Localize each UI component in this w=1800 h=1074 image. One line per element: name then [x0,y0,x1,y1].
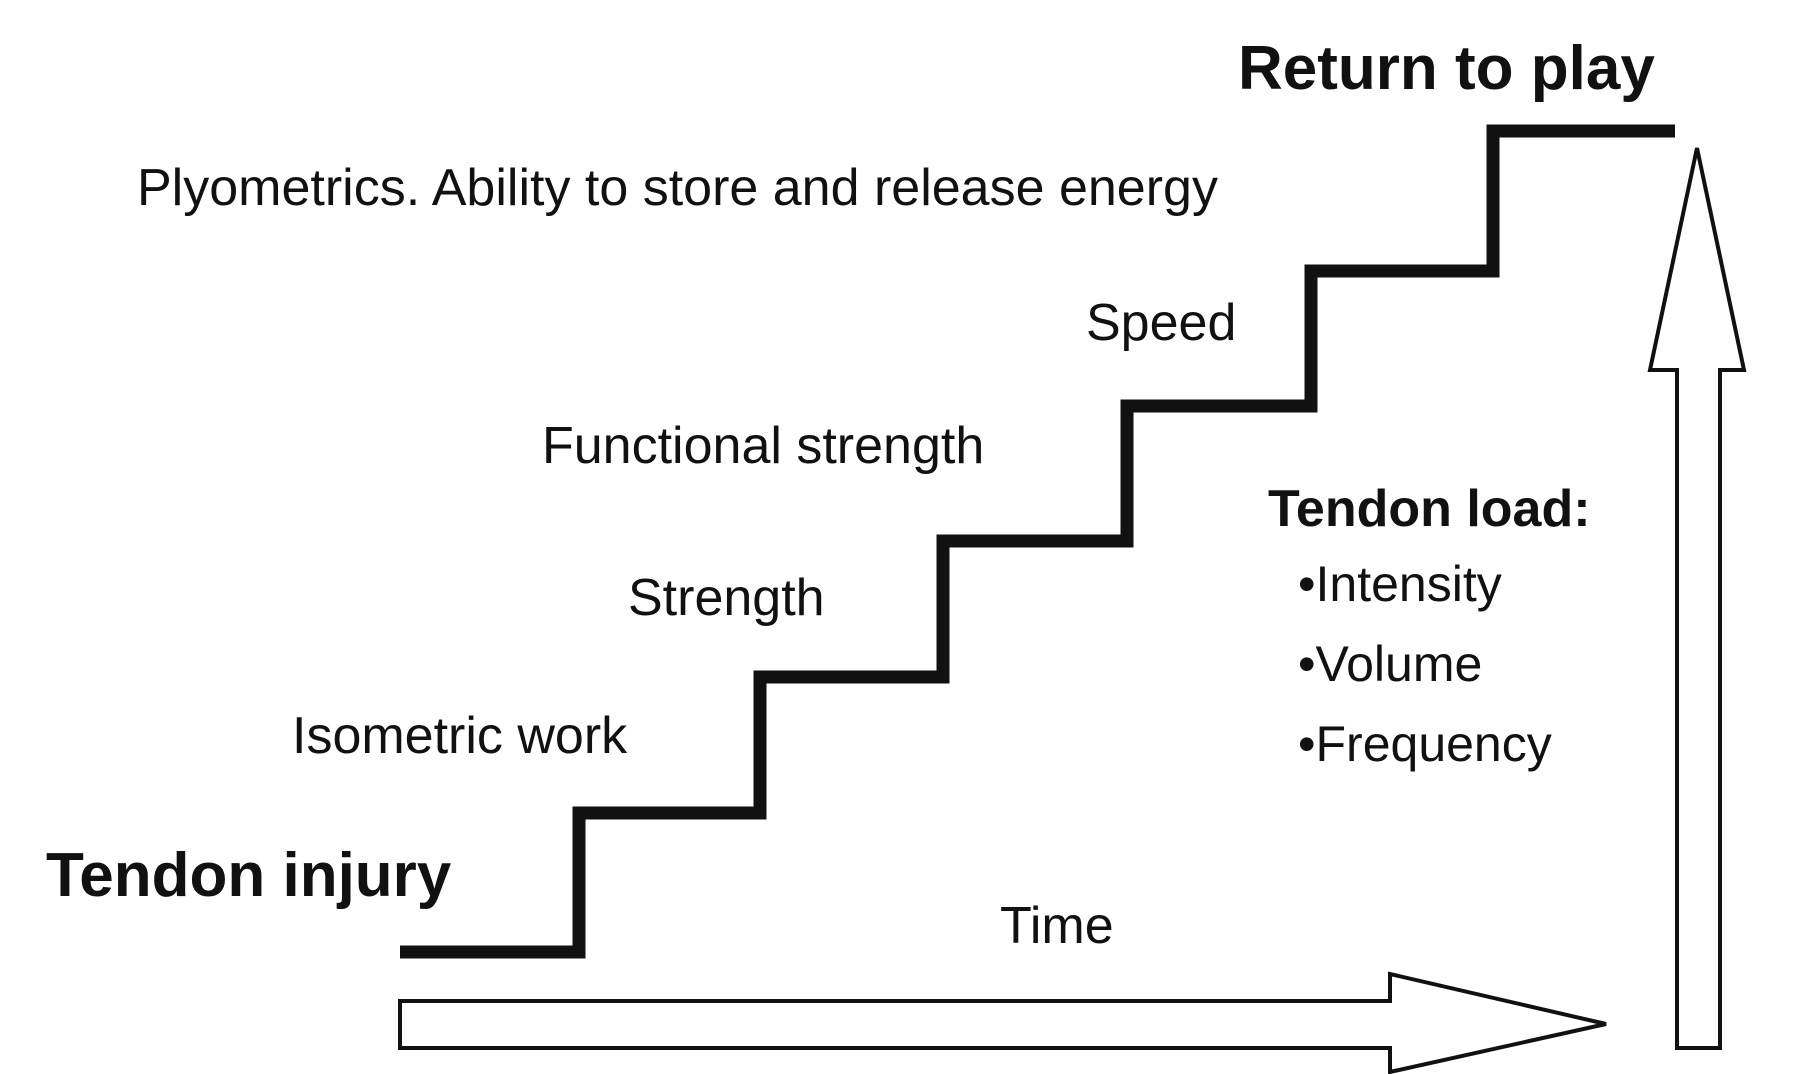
tendon-load-arrow [1647,147,1747,1050]
tendon-load-item: •Intensity [1298,556,1502,612]
return-to-play-label: Return to play [1238,34,1655,103]
tendon-load-item: •Volume [1298,636,1483,692]
tendon-injury-label: Tendon injury [46,841,452,910]
tendon-load-item: •Frequency [1298,716,1552,772]
step-label-isometric-work: Isometric work [292,707,628,765]
time-arrow [398,971,1607,1074]
time-label: Time [1000,897,1114,955]
step-label-functional-strength: Functional strength [542,417,985,475]
staircase-line [400,124,1675,959]
step-label-plyometrics: Plyometrics. Ability to store and releas… [137,159,1218,217]
step-label-speed: Speed [1086,294,1237,352]
tendon-load-title: Tendon load: [1268,480,1591,538]
step-label-strength: Strength [628,569,825,627]
